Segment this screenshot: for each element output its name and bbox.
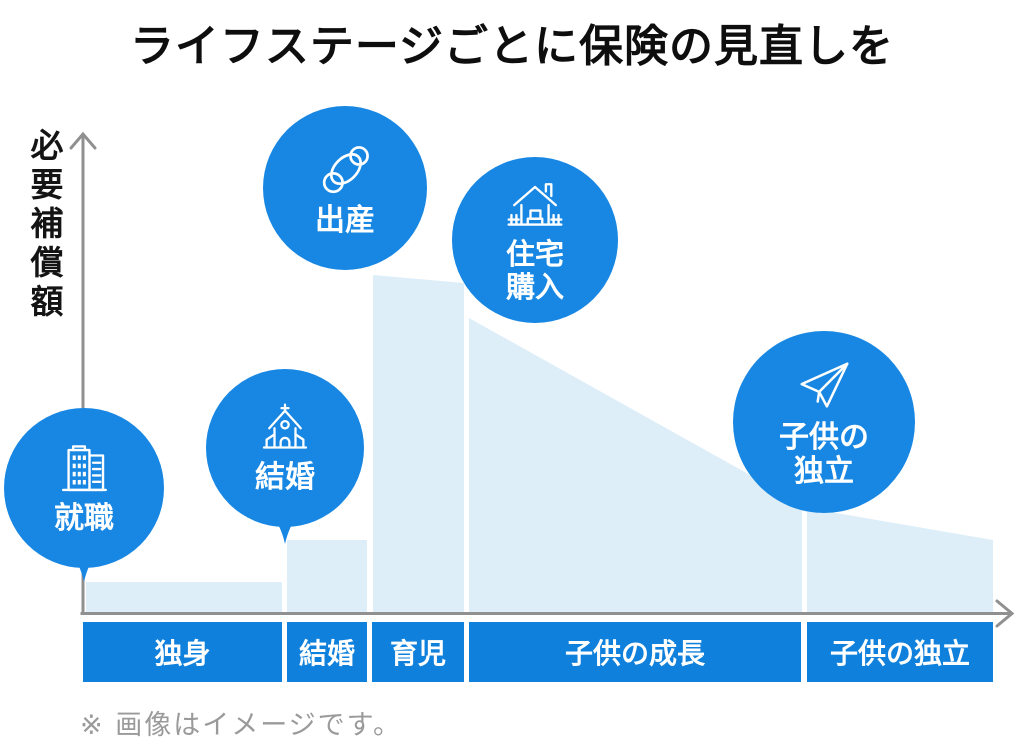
area-segment-child-independence <box>807 508 993 612</box>
page-title: ライフステージごとに保険の見直しを <box>129 21 895 72</box>
pacifier-icon <box>322 145 369 193</box>
stage-bar-single: 独身 <box>83 622 282 682</box>
bubble-employment: 就職 <box>4 408 164 568</box>
paper-plane-icon <box>800 362 849 408</box>
stage-bar-marriage: 結婚 <box>287 622 367 682</box>
bubble-label-line: 出産 <box>315 202 375 238</box>
bubble-label-line: 結婚 <box>255 459 315 495</box>
bubble-childbirth: 出産 <box>263 106 427 270</box>
stage-bar-label: 育児 <box>389 637 446 670</box>
stage-bar-child-independence: 子供の独立 <box>807 622 993 682</box>
disclaimer-note: ※ 画像はイメージです。 <box>80 710 402 741</box>
bubble-marriage: 結婚 <box>206 369 364 527</box>
bubble-label-line: 子供の <box>779 419 869 455</box>
stage-bar-label: 子供の独立 <box>829 637 970 670</box>
bubble-child-independence: 子供の 独立 <box>733 331 915 513</box>
stage-bar-childcare: 育児 <box>372 622 464 682</box>
stage-bar-label: 独身 <box>154 637 211 670</box>
area-segment-child-growth <box>469 318 802 612</box>
area-segment-marriage <box>287 540 367 612</box>
stage-bar-label: 結婚 <box>298 637 355 670</box>
bubble-label-line: 就職 <box>54 500 114 536</box>
stage-bar-label: 子供の成長 <box>564 637 705 670</box>
stage-bar-child-growth: 子供の成長 <box>469 622 801 682</box>
house-icon <box>507 183 563 226</box>
church-icon <box>262 403 308 449</box>
office-building-icon <box>61 444 107 491</box>
bubble-home-purchase: 住宅 購入 <box>452 157 618 323</box>
area-segment-single <box>86 582 282 612</box>
bubble-label-line: 購入 <box>505 269 564 304</box>
bubble-label-line: 住宅 <box>505 237 564 272</box>
area-series <box>86 275 993 612</box>
area-segment-childcare <box>373 275 464 612</box>
y-axis-label: 必要補償額 <box>25 128 64 323</box>
x-axis <box>80 599 1015 628</box>
bubble-label-line: 独立 <box>794 453 854 489</box>
